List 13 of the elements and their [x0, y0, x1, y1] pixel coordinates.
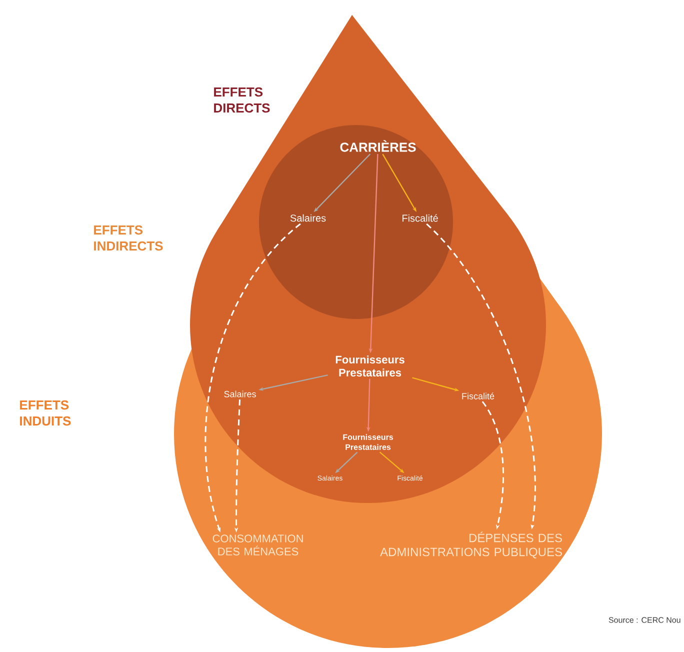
outcome-label: CONSOMMATION DES MÉNAGES: [212, 534, 303, 556]
effect-label: EFFETS INDIRECTS: [94, 225, 163, 251]
effect-label: EFFETS DIRECTS: [214, 87, 270, 113]
effect-label: EFFETS INDUITS: [20, 400, 71, 426]
flow-label: Salaires: [224, 390, 256, 398]
flow-label: Fiscalité: [402, 214, 438, 222]
flow-label: Fournisseurs Prestataires: [343, 434, 394, 450]
flow-label: Salaires: [290, 214, 326, 222]
source-note: Source : CERC Nou: [608, 617, 680, 623]
outcome-label: DÉPENSES DES ADMINISTRATIONS PUBLIQUES: [380, 532, 562, 558]
flow-label: Fournisseurs Prestataires: [336, 355, 404, 377]
heading-text: CARRIÈRES: [340, 140, 416, 152]
flow-label: Fiscalité: [462, 392, 494, 400]
